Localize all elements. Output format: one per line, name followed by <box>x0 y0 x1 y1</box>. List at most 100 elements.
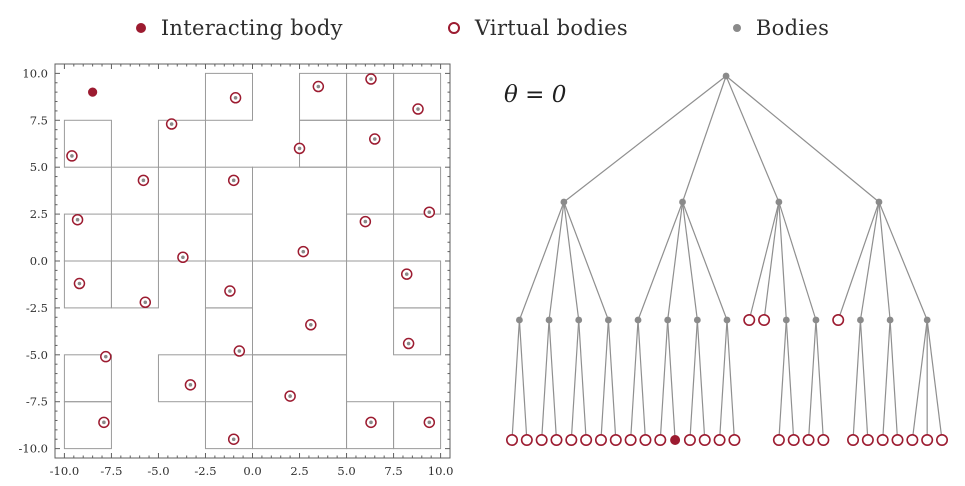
body-dot <box>427 210 432 215</box>
x-tick-label: -5.0 <box>147 464 169 478</box>
body-dot <box>297 146 302 151</box>
tree-virtual-leaf <box>876 433 889 446</box>
tree-edge <box>889 319 899 441</box>
tree-edge <box>815 319 824 441</box>
x-tick-label: -7.5 <box>100 464 122 478</box>
quadtree-cell <box>299 72 348 121</box>
y-tick-label: 7.5 <box>30 113 48 127</box>
virtual-body-icon <box>447 22 460 34</box>
tree-edge <box>637 319 647 441</box>
x-tick-label: 2.5 <box>290 464 308 478</box>
tree-edge <box>681 201 728 321</box>
tree-edge <box>563 201 580 321</box>
x-tick-label: 0.0 <box>243 464 261 478</box>
quadtree-cell <box>346 119 395 168</box>
theta-label: θ = 0 <box>504 82 567 108</box>
y-tick-label: 0.0 <box>30 254 48 268</box>
quadtree-cell <box>63 354 112 403</box>
tree-edge <box>563 201 609 321</box>
tree-edge <box>837 201 880 321</box>
tree-edge <box>600 319 609 441</box>
tree-internal-node <box>775 198 783 206</box>
tree-virtual-leaf <box>861 433 874 446</box>
tree-edge <box>511 319 521 441</box>
body-dot <box>427 420 432 425</box>
tree-internal-node <box>516 316 523 324</box>
tree-virtual-leaf <box>772 433 785 446</box>
tree-internal-node <box>812 316 820 324</box>
tree-virtual-leaf <box>787 433 800 446</box>
quadtree-cell <box>63 119 112 168</box>
body-dot <box>143 300 148 305</box>
body-dot <box>309 322 313 327</box>
tree-virtual-leaf <box>580 433 593 446</box>
tree-virtual-leaf <box>891 433 904 446</box>
x-tick-label: 5.0 <box>337 464 355 478</box>
tree-edge <box>778 319 787 441</box>
body-dot <box>228 289 232 293</box>
tree-edge <box>563 75 727 203</box>
body-dot <box>406 341 411 346</box>
body-dot <box>75 217 80 222</box>
legend-item-interacting-body: Interacting body <box>135 16 343 40</box>
legend-label-interacting-body: Interacting body <box>160 16 343 40</box>
tree-virtual-leaf <box>683 433 696 446</box>
tree-diagram <box>505 72 948 446</box>
tree-edge <box>748 201 780 321</box>
y-tick-label: -5.0 <box>26 348 48 362</box>
quadtree-cell <box>110 260 159 309</box>
tree-virtual-leaf <box>505 433 518 446</box>
body-dot <box>416 107 420 111</box>
body-dot <box>316 84 321 89</box>
tree-internal-node <box>545 316 553 324</box>
tree-edge <box>518 319 528 441</box>
quadtree-cell <box>204 307 254 356</box>
tree-virtual-leaf <box>906 433 919 446</box>
tree-virtual-leaf <box>594 433 607 446</box>
tree-internal-node <box>875 198 883 206</box>
quadtree-cell <box>252 166 348 262</box>
tree-virtual-leaf <box>624 433 637 446</box>
tree-edge <box>882 319 891 441</box>
tree-internal-node <box>722 72 730 80</box>
body-dot <box>404 272 409 276</box>
quadtree-cell <box>63 260 112 309</box>
tree-edge <box>878 201 928 321</box>
body-dot <box>70 154 74 158</box>
tree-edge <box>689 319 698 441</box>
tree-virtual-leaf <box>935 433 948 446</box>
tree-edge <box>911 319 928 441</box>
tree-interacting-leaf <box>670 435 681 445</box>
tree-virtual-leaf <box>550 433 563 446</box>
tree-virtual-leaf <box>520 433 533 446</box>
quadtree-cell <box>393 401 442 450</box>
tree-internal-node <box>886 316 894 324</box>
tree-internal-node <box>604 316 612 324</box>
tree-internal-node <box>693 316 701 324</box>
tree-edge <box>681 75 727 203</box>
x-tick-label: 7.5 <box>384 464 402 478</box>
tree-edge <box>667 201 684 321</box>
tree-edge <box>763 201 780 321</box>
tree-virtual-leaf <box>802 433 815 446</box>
body-dot <box>363 219 368 224</box>
quadtree-cell <box>393 260 442 309</box>
body-dot <box>77 281 82 286</box>
body-dot <box>231 437 236 442</box>
body-dot <box>301 249 306 254</box>
tree-internal-node <box>664 316 672 324</box>
tree-edge <box>859 319 869 441</box>
tree-virtual-leaf <box>921 433 934 446</box>
y-tick-label: 10.0 <box>22 66 48 80</box>
tree-edge <box>696 319 706 441</box>
legend-label-virtual-bodies: Virtual bodies <box>474 16 628 40</box>
body-dot <box>369 77 373 81</box>
body-dot <box>188 383 193 387</box>
y-tick-label: -2.5 <box>26 301 48 315</box>
tree-virtual-leaf <box>832 313 845 326</box>
tree-internal-node <box>679 198 686 206</box>
y-tick-label: -7.5 <box>26 395 48 409</box>
tree-virtual-leaf <box>535 433 548 446</box>
body-dot <box>102 420 106 425</box>
quadtree-cell <box>157 354 206 403</box>
